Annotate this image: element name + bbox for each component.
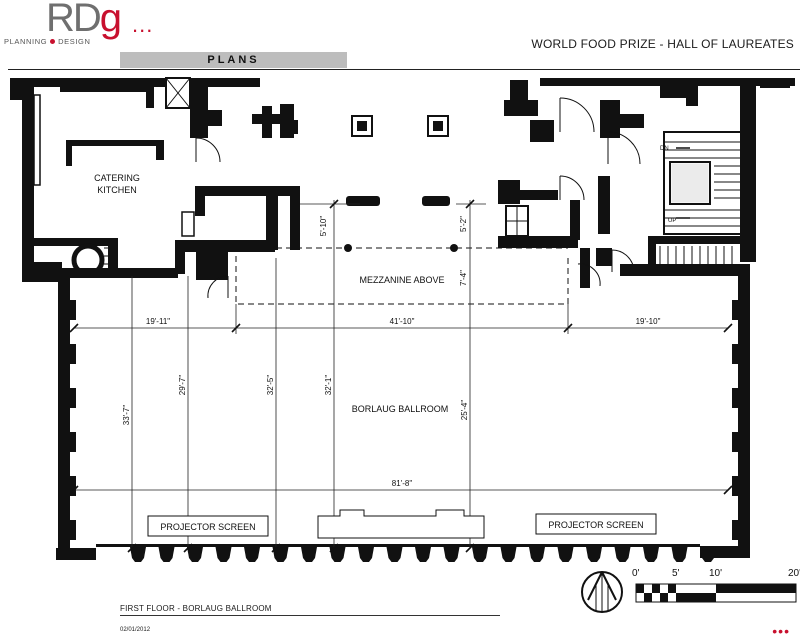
section-tab-plans: PLANS <box>120 52 347 68</box>
tagline-dot-icon <box>50 39 56 45</box>
north-arrow-icon <box>581 571 623 613</box>
tagline-design: DESIGN <box>58 37 91 46</box>
footer-dots: ••• <box>772 623 790 639</box>
ballroom-walls <box>56 264 750 560</box>
wall-pier <box>215 547 232 562</box>
tagline-planning: PLANNING <box>4 37 48 46</box>
scale-label-20: 20' <box>788 568 800 579</box>
bottom-wall-piers <box>130 547 716 562</box>
room-ballroom-label: BORLAUG BALLROOM <box>352 404 449 414</box>
room-catering-line1: CATERING <box>94 173 140 183</box>
wall-pier <box>586 547 602 562</box>
window-niches <box>62 300 746 540</box>
wall-pier <box>244 547 260 562</box>
wall-pier <box>415 547 431 562</box>
dim-depth-a: 33'-7" <box>122 405 131 426</box>
room-catering-line2: KITCHEN <box>97 185 137 195</box>
wall-pier <box>443 547 460 562</box>
wall-pier <box>272 547 289 562</box>
scale-label-5: 5' <box>672 568 680 579</box>
scale-label-0: 0' <box>632 568 640 579</box>
dim-right-span: 19'-10" <box>636 317 661 326</box>
stair-down-label: DN <box>660 146 669 152</box>
projector-screen-right-label: PROJECTOR SCREEN <box>548 520 643 530</box>
dim-depth-c: 32'-5" <box>266 375 275 396</box>
projector-screen-right <box>535 513 657 535</box>
logo-prefix: RD <box>46 0 102 40</box>
projector-screen-left <box>147 515 269 537</box>
wall-pier <box>557 547 574 562</box>
wall-pier <box>529 547 545 562</box>
caption-rule <box>120 615 500 616</box>
dim-depth-b: 29'-7" <box>178 375 187 396</box>
wall-pier <box>130 547 146 562</box>
wall-pier <box>329 547 346 562</box>
drawing-date: 02/01/2012 <box>120 627 151 633</box>
mezzanine-column-left <box>344 244 352 252</box>
wall-pier <box>358 547 374 562</box>
rdg-logo: RDg ... PLANNING DESIGN <box>4 0 164 48</box>
wall-pier <box>500 547 517 562</box>
projector-screen-left-label: PROJECTOR SCREEN <box>160 522 255 532</box>
dim-center-span: 41'-10" <box>390 317 415 326</box>
logo-accent-letter: g <box>99 0 122 40</box>
dimension-lines <box>74 200 728 548</box>
dim-depth-e: 25'-4" <box>460 400 469 421</box>
wall-pier <box>472 547 488 562</box>
stairwell <box>104 131 743 273</box>
dim-mezz-left-depth: 5'-10" <box>319 216 328 237</box>
dim-overall-width: 81'-8" <box>392 479 413 488</box>
wall-pier <box>700 547 716 562</box>
wall-pier <box>614 547 631 562</box>
dim-left-span: 19'-11" <box>146 317 170 326</box>
wall-pier <box>301 547 317 562</box>
wall-pier <box>671 547 688 562</box>
dim-depth-d: 32'-1" <box>324 375 333 396</box>
stage <box>317 509 485 539</box>
stair-up-label: UP <box>668 218 676 224</box>
room-mezzanine-label: MEZZANINE ABOVE <box>359 275 444 285</box>
wall-pier <box>643 547 659 562</box>
logo-dots: ... <box>132 12 154 37</box>
dim-mezz-right-lower: 7'-4" <box>459 270 468 286</box>
logo-tagline: PLANNING DESIGN <box>4 37 91 46</box>
header-rule <box>8 69 800 70</box>
mezzanine-outline <box>235 247 569 305</box>
scale-bar <box>635 583 797 603</box>
scale-label-10: 10' <box>709 568 722 579</box>
mezzanine-column-right <box>450 244 458 252</box>
dim-mezz-right-depth: 5'-2" <box>459 216 468 232</box>
upper-walls <box>10 77 795 288</box>
logo-wordmark: RDg <box>46 0 122 41</box>
dimension-ticks <box>69 199 733 553</box>
drawing-caption: FIRST FLOOR - BORLAUG BALLROOM <box>120 604 272 613</box>
wall-pier <box>386 547 403 562</box>
document-title: WORLD FOOD PRIZE - HALL OF LAUREATES <box>531 37 794 51</box>
wall-pier <box>158 547 175 562</box>
wall-pier <box>187 547 203 562</box>
